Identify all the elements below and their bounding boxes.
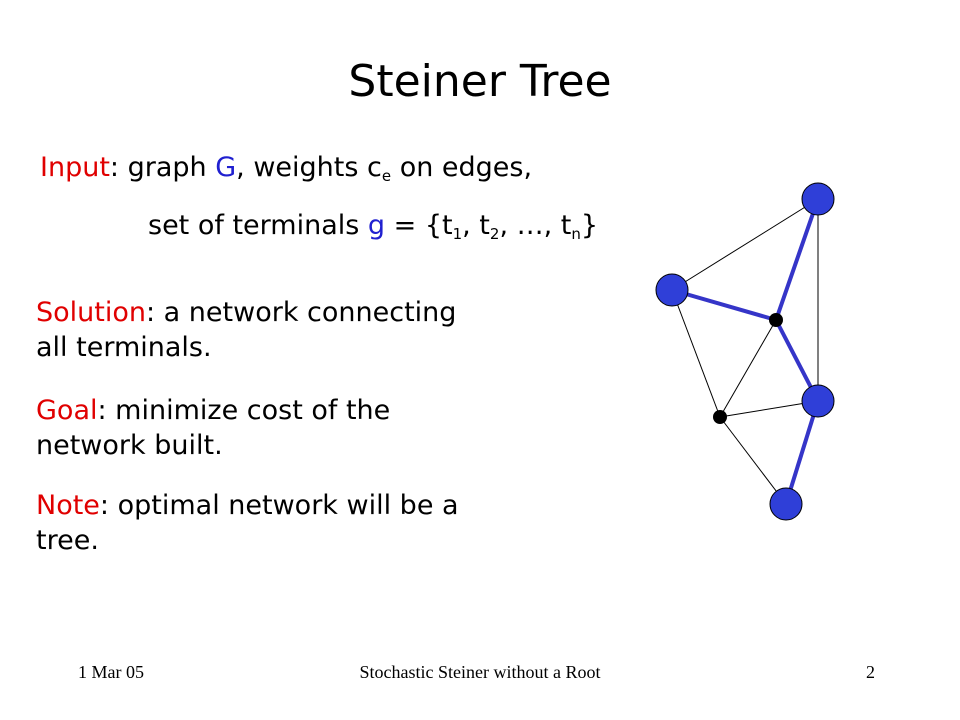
t2-subscript: 2: [489, 225, 500, 243]
input-text-e: = {t: [385, 210, 453, 241]
terminal-node: [769, 487, 803, 521]
note-text: : optimal network will be a tree.: [36, 490, 459, 556]
steiner-node: [769, 313, 783, 327]
weight-subscript: e: [381, 167, 392, 185]
input-text-a: : graph: [109, 152, 216, 183]
input-line-1: Input: graph G, weights ce on edges,: [40, 152, 532, 185]
terminal-node: [801, 384, 835, 418]
graph-edge: [719, 416, 787, 505]
tree-edge: [774, 198, 820, 321]
page-number: 2: [866, 662, 875, 682]
input-text-c: on edges,: [391, 152, 533, 183]
t1-subscript: 1: [452, 225, 463, 243]
tn-subscript: n: [571, 225, 581, 243]
graph-edges: [671, 198, 819, 505]
tree-edge: [671, 288, 777, 322]
steiner-node: [713, 410, 727, 424]
terminal-node: [655, 273, 689, 307]
graph-symbol: G: [215, 152, 237, 183]
input-text-b: , weights c: [236, 152, 382, 183]
input-label: Input: [40, 152, 110, 183]
tree-edge: [784, 400, 820, 505]
tree-edges: [671, 198, 820, 505]
terminal-nodes: [655, 182, 835, 521]
terminal-node: [801, 182, 835, 216]
slide-title: Steiner Tree: [348, 56, 612, 107]
goal-label: Goal: [36, 395, 98, 426]
goal-text: : minimize cost of the network built.: [36, 395, 391, 461]
solution-paragraph: Solution: a network connecting all termi…: [36, 295, 496, 365]
input-line-2: set of terminals g = {t1, t2, …, tn}: [148, 210, 598, 243]
graph-edge: [671, 289, 721, 418]
input-text-g: , …, t: [499, 210, 572, 241]
goal-paragraph: Goal: minimize cost of the network built…: [36, 393, 436, 463]
solution-label: Solution: [36, 297, 146, 328]
terminals-symbol: g: [367, 210, 386, 241]
graph-edge: [671, 198, 819, 291]
graph-edge: [719, 319, 777, 418]
footer-date: 1 Mar 05: [78, 662, 144, 682]
input-text-d: set of terminals: [148, 210, 368, 241]
graph-edge: [719, 400, 819, 418]
input-text-h: }: [580, 210, 599, 241]
footer-title: Stochastic Steiner without a Root: [359, 662, 601, 682]
solution-text: : a network connecting all terminals.: [36, 297, 457, 363]
input-text-f: , t: [462, 210, 490, 241]
note-label: Note: [36, 490, 100, 521]
note-paragraph: Note: optimal network will be a tree.: [36, 488, 486, 558]
